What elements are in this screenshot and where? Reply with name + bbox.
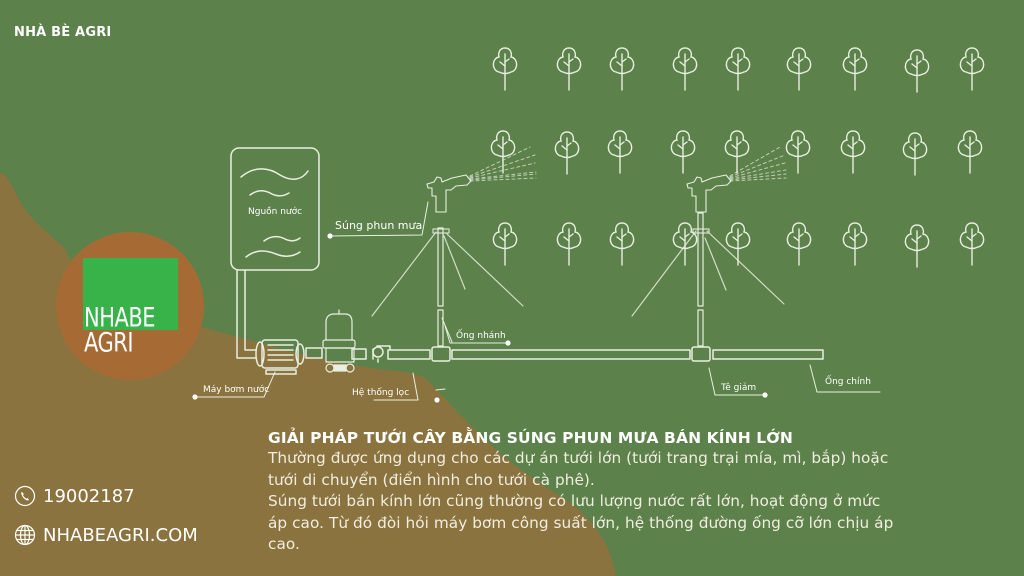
description-block: GIẢI PHÁP TƯỚI CÂY BẰNG SÚNG PHUN MƯA BÁ…	[268, 428, 1020, 556]
label-water-source: Nguồn nước	[248, 207, 303, 217]
filter-icon	[322, 309, 356, 373]
description-line-4: áp cao. Từ đó đòi hỏi máy bơm công suất …	[268, 513, 894, 532]
water-tank-icon	[230, 147, 320, 359]
website-url: NHABEAGRI.COM	[43, 524, 198, 546]
description-line-5: cao.	[268, 535, 300, 553]
leader-dots	[192, 233, 768, 403]
phone-icon	[14, 485, 36, 507]
section-title: GIẢI PHÁP TƯỚI CÂY BẰNG SÚNG PHUN MƯA BÁ…	[268, 429, 793, 447]
spray-icon	[469, 146, 787, 182]
label-reducing-tee: Tê giảm	[721, 383, 757, 393]
phone-number: 19002187	[43, 485, 135, 507]
label-main-pipe: Ống chính	[825, 377, 871, 387]
brand-name: NHÀ BÈ AGRI	[14, 25, 112, 40]
contact-phone[interactable]: 19002187	[14, 485, 135, 507]
label-sprinkler-gun: Súng phun mưa	[335, 219, 423, 232]
logo-text-line2: AGRI	[84, 327, 134, 358]
logo-square	[83, 258, 178, 330]
sprinkler-tripod-1	[371, 228, 524, 317]
description-line-2: tưới di chuyển (điển hình cho tưới cà ph…	[268, 470, 595, 489]
contact-website[interactable]: NHABEAGRI.COM	[14, 524, 198, 546]
label-branch-pipe: Ống nhánh	[456, 331, 506, 341]
hill-shape	[0, 173, 616, 576]
logo-text-line1: NHABE	[84, 302, 156, 333]
pump-icon	[255, 339, 323, 375]
leader-lines	[193, 201, 881, 401]
label-filter-system: Hệ thống lọc	[352, 388, 410, 398]
label-water-pump: Máy bơm nước	[203, 385, 270, 395]
main-pipe	[351, 345, 824, 363]
branch-pipe	[437, 212, 704, 347]
sprinkler-tripod-2	[631, 228, 785, 317]
description-line-1: Thường được ứng dụng cho các dự án tưới …	[268, 449, 889, 467]
description-line-3: Súng tưới bán kính lớn cũng thường có lư…	[268, 492, 881, 510]
globe-icon	[14, 524, 36, 546]
sprinkler-gun-icon	[426, 174, 732, 213]
tree-grid	[490, 47, 985, 268]
